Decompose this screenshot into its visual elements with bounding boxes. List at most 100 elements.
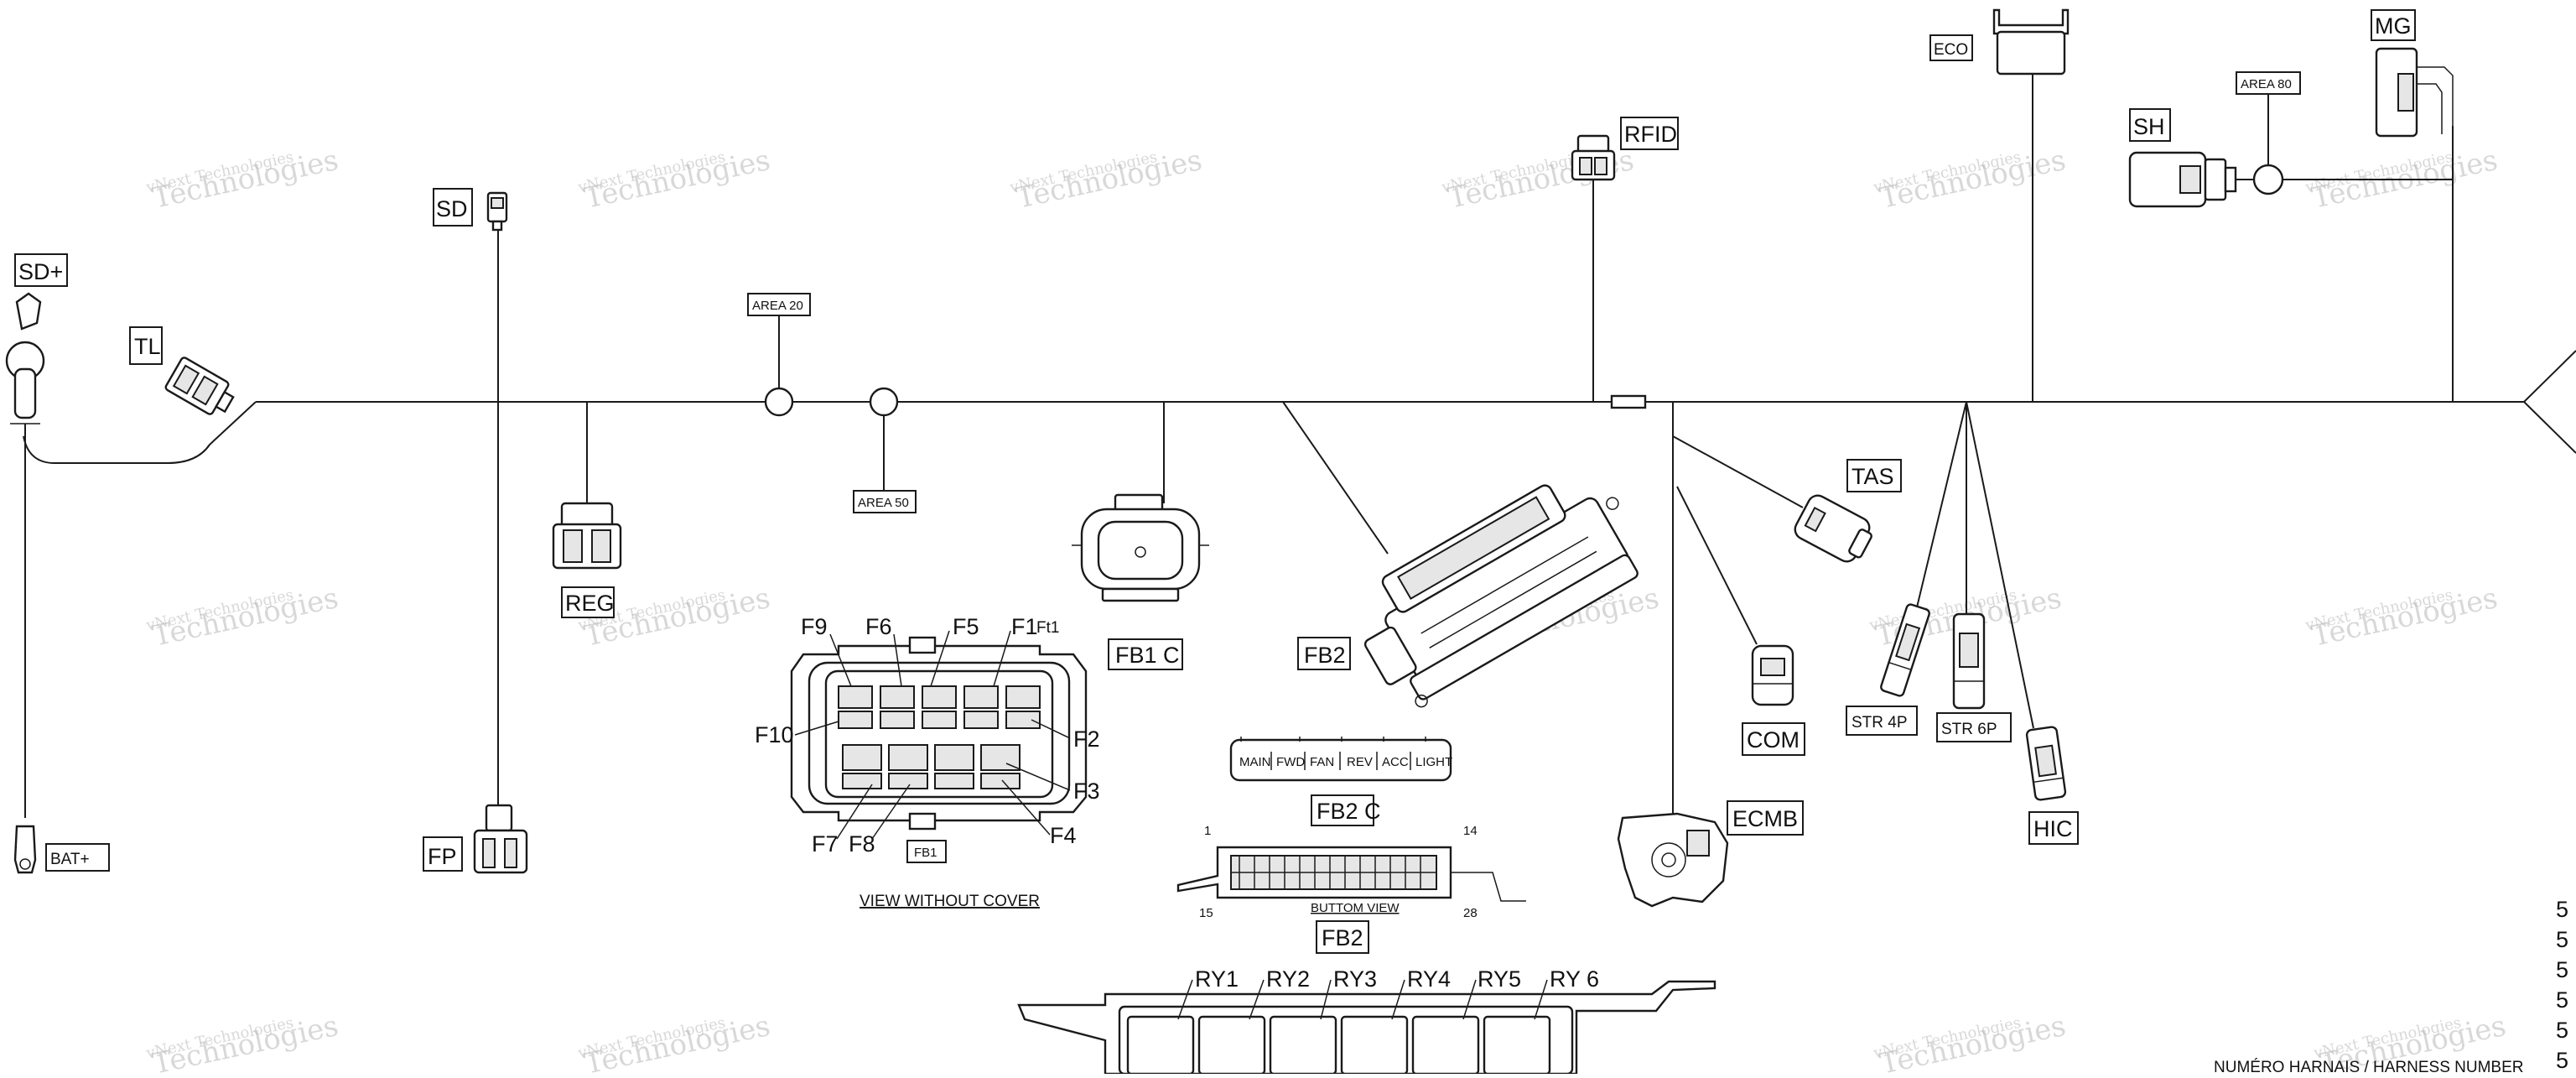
tas-connector: TAS	[1672, 435, 1902, 563]
slot-light: LIGHT	[1415, 755, 1452, 769]
fuse-row-bottom	[842, 744, 1021, 789]
slot-main: MAIN	[1239, 755, 1271, 769]
sd-connector-icon	[486, 191, 508, 232]
fb2-bottom-label: FB2	[1322, 925, 1363, 950]
str6p-label: STR 6P	[1941, 721, 1997, 738]
fb2c-label: FB2 C	[1317, 799, 1381, 824]
rfid-connector: RFID	[1571, 117, 1679, 409]
mg-label-box	[2371, 9, 2416, 41]
tl-label-box	[129, 326, 163, 365]
fb1c-connector	[1072, 402, 1209, 602]
fuse-label-f10: F10	[755, 722, 794, 747]
fuse-box-caption: VIEW WITHOUT COVER	[860, 893, 1040, 910]
watermark: Technologies vNext Technologies	[144, 581, 341, 654]
str6p-label-box	[1936, 712, 2012, 742]
bat-terminal-icon	[13, 825, 37, 874]
slot-fwd: FWD	[1276, 755, 1305, 769]
bat-plus-label-box	[45, 843, 110, 872]
ecmb-connector-icon	[1617, 812, 1729, 908]
fp-label: FP	[428, 844, 457, 869]
hic-connector: HIC	[2025, 726, 2079, 845]
mg-label: MG	[2375, 13, 2412, 39]
fb2-bottom-view: 1 14 15 28 BUTTOM VIEW FB2	[1176, 824, 1526, 954]
eco-connector-icon	[1992, 8, 2070, 76]
tl-connector: TL	[129, 326, 235, 415]
area-80-label-box	[2236, 71, 2301, 95]
fuse-label-f2: F2	[1073, 726, 1100, 752]
fuse-label-f5: F5	[953, 614, 979, 639]
rfid-connector-icon	[1571, 134, 1616, 181]
sh-connector: SH	[2128, 108, 2453, 208]
hic-label-box	[2028, 811, 2079, 845]
str4p-label: STR 4P	[1852, 714, 1908, 732]
watermark: Technologies vNext Technologies	[1872, 1009, 2069, 1078]
fuse-label-f9: F9	[801, 614, 828, 639]
fb1-label: FB1	[914, 846, 937, 860]
sd-plus-label: SD+	[18, 259, 63, 284]
relay-label-ry4: RY4	[1407, 966, 1451, 992]
area-20-label: AREA 20	[752, 299, 803, 313]
fp-connector: FP	[423, 804, 528, 874]
mg-connector-icon	[2375, 47, 2454, 138]
watermark: Technologies vNext Technologies	[144, 1009, 341, 1078]
fb2c-label-box	[1311, 794, 1374, 826]
watermark: Technologies vNext Technologies	[2303, 581, 2501, 654]
slot-rev: REV	[1347, 755, 1373, 769]
pin-1-label: 1	[1204, 824, 1211, 838]
area-80-label: AREA 80	[2241, 77, 2292, 91]
tas-label-box	[1846, 459, 1902, 492]
reg-label-box	[561, 586, 615, 618]
fb1c-label-box	[1108, 638, 1183, 670]
sd-plus-label-box	[14, 253, 68, 287]
com-label: COM	[1747, 727, 1800, 753]
fb2c-relay-strip: MAIN FWD FAN REV ACC LIGHT FB2 C	[1229, 737, 1452, 826]
ecmb-label: ECMB	[1732, 806, 1798, 831]
reg-label: REG	[565, 591, 615, 616]
area-50-label: AREA 50	[858, 496, 909, 510]
edge-number: 5	[2556, 1018, 2568, 1043]
bat-plus-label: BAT+	[50, 851, 90, 868]
fuse-label-f8: F8	[849, 831, 875, 857]
splice-marker	[1610, 394, 1647, 409]
sh-label: SH	[2133, 114, 2165, 139]
terminal-sleeve	[13, 367, 37, 419]
ecmb-label-box	[1727, 800, 1804, 836]
tas-connector-icon	[1794, 494, 1872, 563]
tas-label: TAS	[1852, 464, 1894, 489]
edge-number: 5	[2556, 927, 2568, 952]
sd-label-box	[433, 188, 473, 227]
area-20-label-box	[747, 293, 811, 316]
fb2-module-icon	[1363, 484, 1639, 708]
fb1-label-box	[906, 840, 947, 863]
ring-terminal-icon	[15, 292, 42, 331]
fb2-module: FB2	[1282, 401, 1639, 708]
rfid-label-box	[1620, 117, 1679, 150]
fb1c-connector-icon	[1072, 493, 1209, 602]
sd-plus-terminal: SD+ BAT+	[5, 253, 110, 874]
watermark: Technologies vNext Technologies	[1872, 143, 2069, 216]
area-80-marker: AREA 80	[2236, 71, 2301, 195]
watermark: Technologies vNext Technologies	[576, 143, 773, 216]
edge-number: 5	[2556, 987, 2568, 1013]
fuse-label-extra: Ft1	[1036, 619, 1059, 637]
relay-label-ry1: RY1	[1195, 966, 1239, 992]
tl-connector-icon	[164, 357, 235, 415]
com-label-box	[1742, 722, 1805, 756]
slot-fan: FAN	[1310, 755, 1334, 769]
reg-connector-icon	[552, 502, 622, 570]
watermark: Technologies vNext Technologies	[144, 143, 341, 216]
com-connector-icon	[1751, 644, 1794, 706]
sd-label: SD	[436, 196, 468, 221]
fb2-bottom-label-box	[1316, 920, 1369, 954]
fuse-label-f6: F6	[865, 614, 892, 639]
eco-label: ECO	[1934, 41, 1968, 59]
fuse-box-fb1: F9 F6 F5 F1 Ft1 F2 F3 F4 F7 F8 F10 FB1 V…	[755, 614, 1100, 910]
fuse-label-f7: F7	[812, 831, 839, 857]
edge-number: 5	[2556, 897, 2568, 922]
relay-label-ry5: RY5	[1478, 966, 1521, 992]
sh-connector-icon	[2128, 151, 2237, 208]
fuse-label-f4: F4	[1050, 823, 1077, 848]
pin-14-label: 14	[1463, 824, 1478, 838]
